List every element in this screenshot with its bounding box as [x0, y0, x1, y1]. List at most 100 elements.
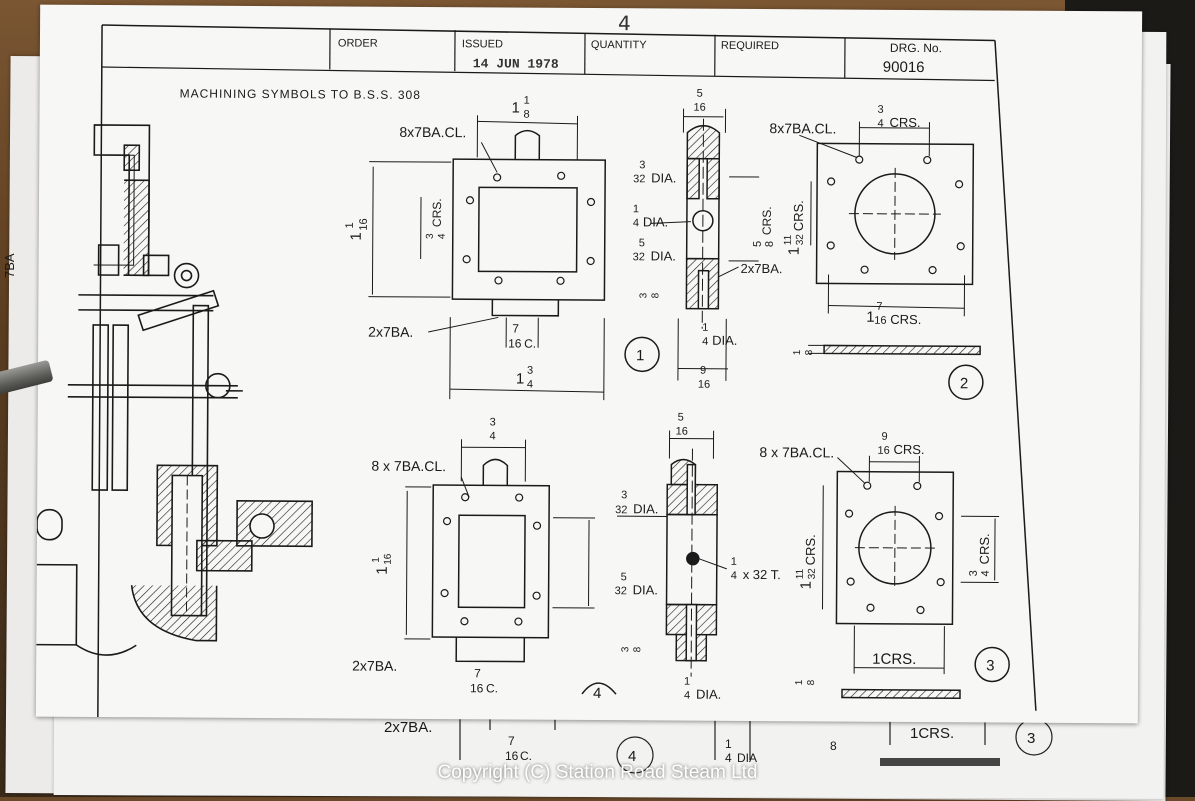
part2-left-label: CRS.	[791, 200, 806, 231]
part3-thick-den: 8	[806, 679, 817, 685]
part1-holes-label: 8x7BA.CL.	[399, 124, 466, 140]
issued-date-stamp: 14 JUN 1978	[473, 56, 559, 72]
sec4-dia2-den: 32	[615, 585, 627, 597]
part2-left-num: 11	[783, 234, 794, 245]
part3-left-den: 32	[807, 568, 818, 580]
part1-c-suffix: C.	[524, 337, 536, 351]
part3-right-den: 4	[980, 570, 992, 576]
part1-base-den: 4	[527, 379, 533, 391]
part1-height-den: 16	[358, 218, 370, 230]
sec4-bottom-den: 4	[684, 690, 690, 702]
sec1-bottom-dia-den: 4	[702, 336, 708, 348]
part3-top-label: CRS.	[893, 442, 924, 457]
sec4-dia2-label: DIA.	[633, 582, 658, 597]
part4-c-num: 7	[474, 666, 481, 680]
issued-label: ISSUED	[462, 38, 503, 50]
part4-top-num: 3	[490, 416, 496, 428]
sec1-bottom-den: 16	[698, 379, 710, 391]
part-4-plate-view	[404, 439, 618, 694]
part2-bottom-label: CRS.	[890, 312, 921, 327]
sec4-top-den: 16	[676, 426, 688, 438]
sec1-crs-label: CRS.	[760, 206, 774, 235]
part3-bottom-label: 1CRS.	[872, 651, 916, 668]
sec1-dia3-label: DIA.	[651, 248, 676, 263]
under-dia-num: 1	[725, 737, 732, 751]
left-edge-text: 7BA	[2, 253, 17, 278]
sec1-dia1-den: 32	[633, 173, 645, 185]
part1-base-whole: 1	[516, 371, 524, 388]
under-c-den: 16	[505, 749, 519, 763]
sec1-dia2-num: 1	[633, 203, 639, 215]
sec4-dia2-num: 5	[621, 571, 627, 583]
sec1-dia1-num: 3	[639, 159, 645, 171]
engine-assembly-drawing	[36, 125, 314, 657]
under-c-num: 7	[508, 734, 515, 748]
sec1-dia3-den: 32	[633, 251, 645, 263]
part1-width-whole: 1	[512, 100, 520, 117]
sec1-bottom-dia-num: 1	[702, 322, 708, 334]
sec1-dia3-num: 5	[639, 237, 645, 249]
handwritten-sheet-number: 4	[618, 11, 631, 35]
sec1-side-num: 3	[638, 292, 649, 298]
copyright-watermark: Copyright (C) Station Road Steam Ltd	[0, 762, 1195, 784]
sec4-bottom-label: DIA.	[696, 687, 721, 702]
part1-height-num: 1	[344, 222, 356, 228]
sec4-dia1-den: 32	[615, 504, 627, 516]
part4-tap-label: 2x7BA.	[352, 658, 397, 674]
under-crs-label: 1CRS.	[910, 725, 954, 742]
part1-c-num: 7	[512, 322, 519, 336]
required-label: REQUIRED	[721, 40, 779, 52]
under-thick-label: 8	[830, 739, 837, 753]
sec1-top-den: 16	[694, 102, 706, 114]
part-2-flange-view	[798, 121, 985, 399]
sec4-thread-den: 4	[731, 570, 737, 582]
part2-left-whole: 1	[786, 247, 803, 255]
sec4-dia1-num: 3	[621, 489, 627, 501]
sec1-bottom-dia-label: DIA.	[712, 333, 737, 348]
sec1-dia2-label: DIA.	[643, 214, 668, 229]
part1-crs-label: CRS.	[430, 198, 444, 227]
engineering-drawing: ORDER ISSUED 14 JUN 1978 QUANTITY REQUIR…	[36, 5, 1142, 724]
sec1-crs-den: 8	[764, 241, 776, 247]
sec1-dia1-label: DIA.	[651, 170, 676, 185]
part2-bottom-num: 7	[876, 301, 882, 313]
under-tap-label: 2x7BA.	[384, 719, 432, 736]
part1-number: 1	[636, 347, 644, 364]
quantity-label: QUANTITY	[591, 39, 647, 51]
part1-width-den: 8	[523, 109, 529, 121]
part2-holes-label: 8x7BA.CL.	[769, 120, 836, 136]
under-c-suffix: C.	[520, 749, 532, 763]
part1-crs-num: 3	[425, 233, 436, 239]
sec1-dia2-den: 4	[633, 217, 639, 229]
part2-top-label: CRS.	[889, 115, 920, 130]
part3-left-label: CRS.	[803, 534, 818, 565]
sec1-tap-label: 2x7BA.	[741, 261, 783, 276]
under-part3-number: 3	[1027, 730, 1035, 747]
part4-holes-label: 8 x 7BA.CL.	[371, 458, 446, 474]
part2-bottom-den: 16	[874, 315, 886, 327]
sec4-bottom-num: 1	[684, 676, 690, 688]
part-4-section-view	[616, 430, 728, 677]
part1-c-den: 16	[508, 337, 522, 351]
part2-number: 2	[960, 375, 968, 392]
part4-height-whole: 1	[374, 566, 391, 574]
part2-left-den: 32	[795, 234, 806, 246]
sec4-thread-num: 1	[731, 556, 737, 568]
part4-number: 4	[593, 685, 601, 702]
part4-c-den: 16	[470, 681, 484, 695]
part3-holes-label: 8 x 7BA.CL.	[759, 444, 834, 460]
sec4-dia1-label: DIA.	[633, 501, 658, 516]
part4-height-num: 1	[371, 557, 382, 563]
order-label: ORDER	[338, 37, 378, 49]
part2-top-den: 4	[877, 118, 883, 130]
drawing-sheet: ORDER ISSUED 14 JUN 1978 QUANTITY REQUIR…	[36, 5, 1142, 724]
sec4-top-num: 5	[678, 412, 684, 424]
sec1-side-den: 8	[650, 292, 661, 298]
part1-tap-label: 2x7BA.	[368, 324, 413, 340]
sec4-side-num: 3	[620, 646, 631, 652]
part3-thick-num: 1	[794, 679, 805, 685]
sec1-top-num: 5	[697, 88, 703, 100]
part4-top-den: 4	[490, 430, 496, 442]
part2-top-num: 3	[878, 104, 884, 116]
part1-width-num: 1	[524, 95, 530, 107]
